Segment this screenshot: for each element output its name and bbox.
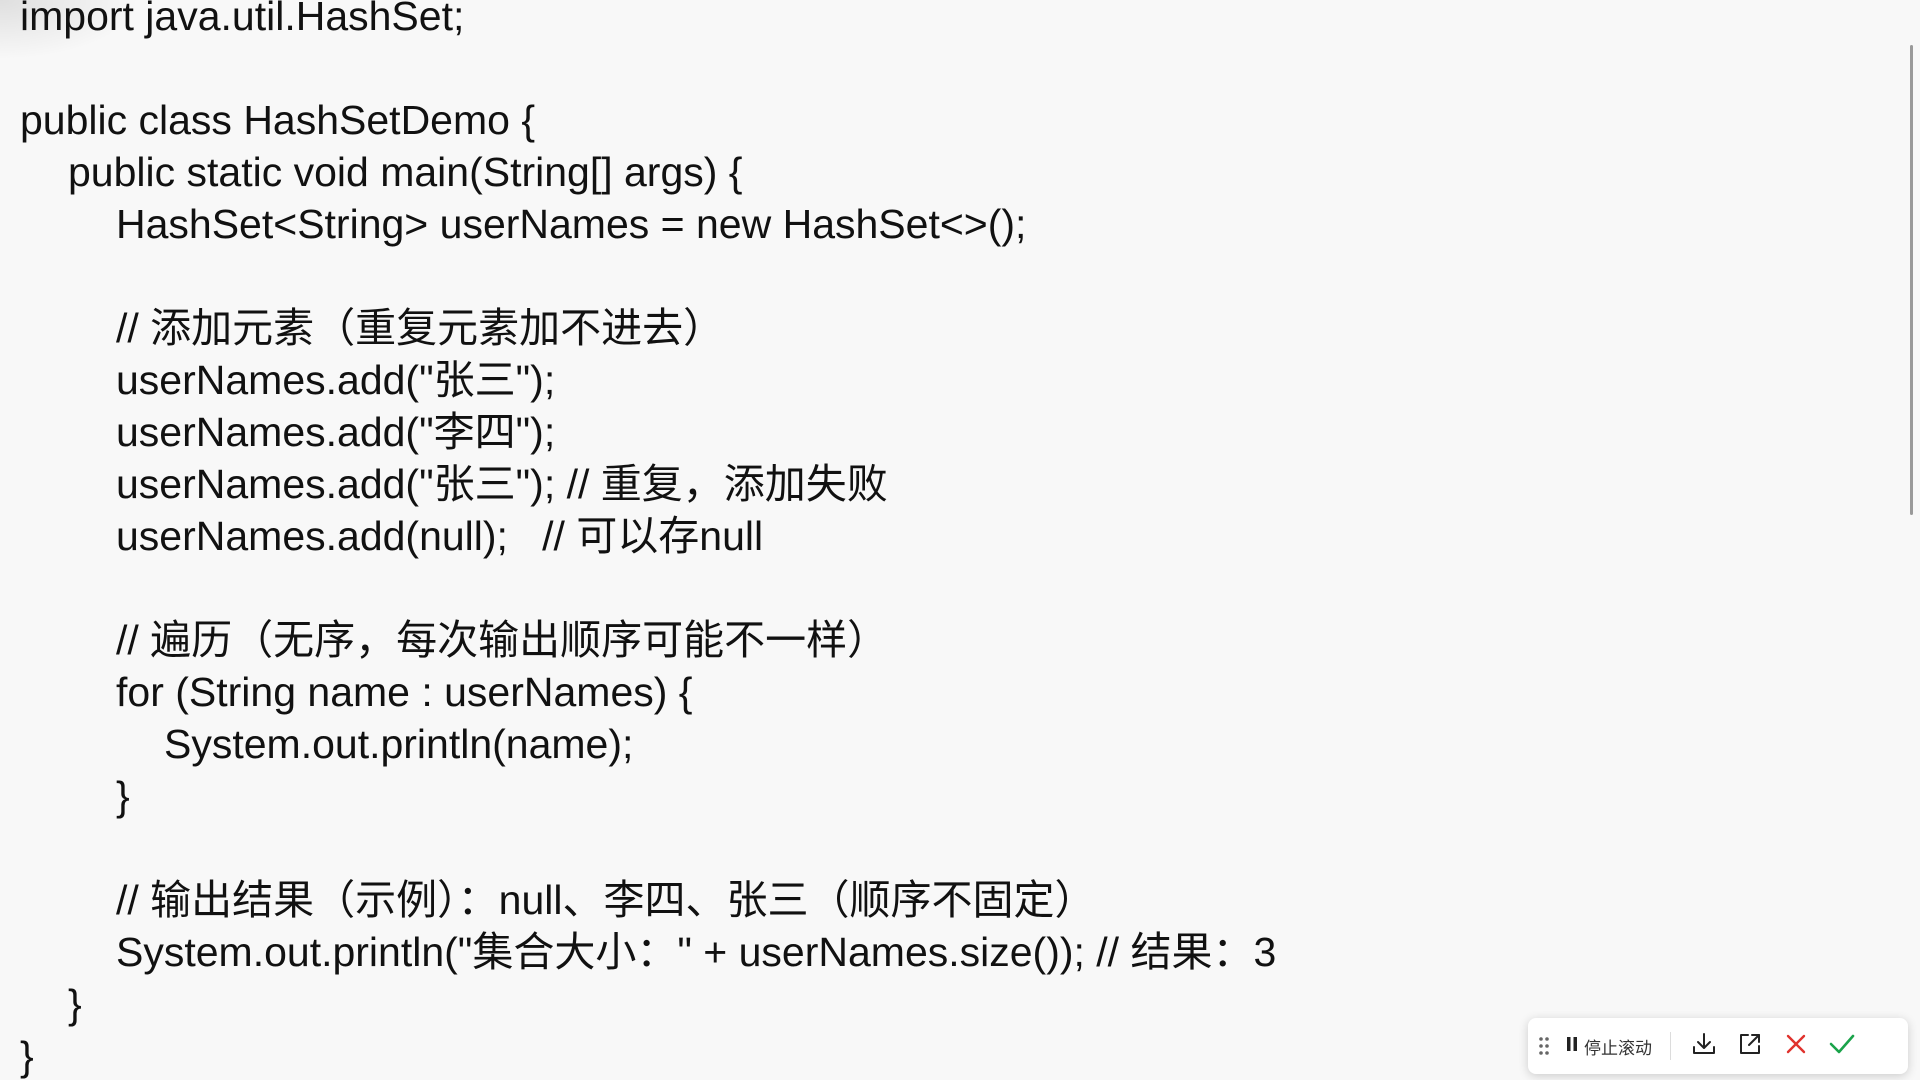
vertical-scrollbar[interactable] [1905, 0, 1920, 1080]
open-external-button[interactable] [1727, 1023, 1773, 1069]
code-line-21: } [20, 1033, 34, 1079]
download-button[interactable] [1681, 1023, 1727, 1069]
scrollbar-thumb[interactable] [1910, 45, 1913, 515]
scroll-capture-toolbar: 停止滚动 [1528, 1018, 1908, 1074]
code-line-20: } [68, 981, 82, 1027]
confirm-button[interactable] [1819, 1023, 1865, 1069]
code-line-18: // 输出结果（示例）：null、李四、张三（顺序不固定） [116, 877, 1096, 923]
code-line-1: import java.util.HashSet; [20, 0, 465, 39]
close-icon [1783, 1031, 1809, 1062]
download-icon [1691, 1031, 1717, 1062]
cancel-button[interactable] [1773, 1023, 1819, 1069]
drag-handle-icon[interactable] [1528, 1018, 1560, 1074]
check-icon [1828, 1031, 1856, 1062]
code-line-16: } [116, 773, 130, 819]
code-line-3: public class HashSetDemo { [20, 97, 536, 143]
code-line-5: HashSet<String> userNames = new HashSet<… [116, 201, 1027, 247]
code-line-10: userNames.add("张三"); // 重复，添加失败 [116, 461, 888, 507]
code-line-8: userNames.add("张三"); [116, 357, 556, 403]
code-line-15: System.out.println(name); [164, 721, 634, 767]
code-line-11: userNames.add(null); // 可以存null [116, 513, 764, 559]
open-external-icon [1737, 1031, 1763, 1062]
code-line-19: System.out.println("集合大小：" + userNames.s… [116, 929, 1277, 975]
code-line-13: // 遍历（无序，每次输出顺序可能不一样） [116, 617, 889, 663]
stop-scrolling-button[interactable]: 停止滚动 [1560, 1026, 1664, 1066]
stop-scrolling-label: 停止滚动 [1584, 1038, 1652, 1058]
code-line-9: userNames.add("李四"); [116, 409, 556, 455]
toolbar-divider [1670, 1032, 1671, 1060]
code-line-14: for (String name : userNames) { [116, 669, 693, 715]
code-line-7: // 添加元素（重复元素加不进去） [116, 305, 725, 351]
code-line-4: public static void main(String[] args) { [68, 149, 743, 195]
pause-icon [1566, 1036, 1578, 1057]
